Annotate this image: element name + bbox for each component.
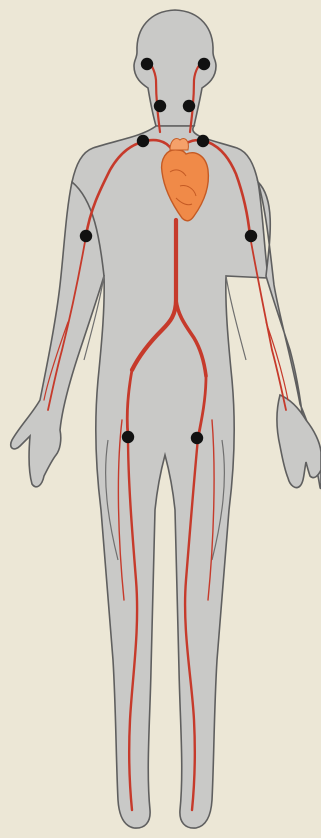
pulse-point-femoral-left <box>122 431 134 443</box>
pulse-point-brachial-right <box>245 230 257 242</box>
pulse-point-temporal-right <box>198 58 210 70</box>
pulse-point-temporal-left <box>141 58 153 70</box>
pulse-point-femoral-right <box>191 432 203 444</box>
pulse-point-facial-right <box>183 100 195 112</box>
heart-vessel-top <box>170 138 188 150</box>
pulse-point-brachial-left <box>80 230 92 242</box>
pulse-point-carotid-right <box>197 135 209 147</box>
pulse-point-carotid-left <box>137 135 149 147</box>
pulse-point-facial-left <box>154 100 166 112</box>
